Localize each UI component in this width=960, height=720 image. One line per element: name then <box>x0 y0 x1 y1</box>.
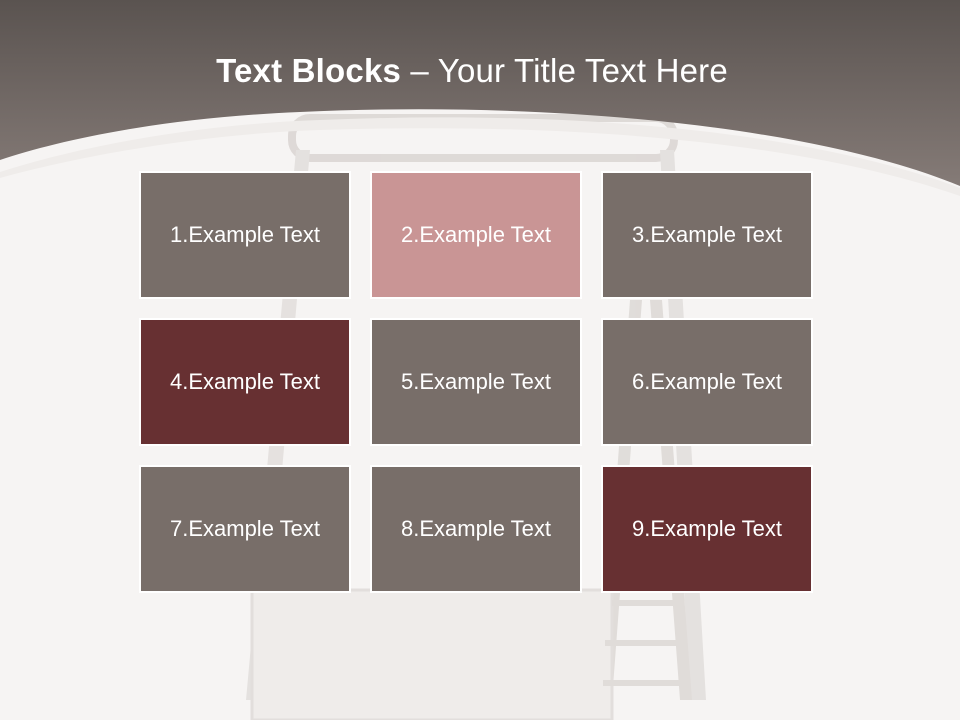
title-bold: Text Blocks <box>216 52 402 89</box>
text-block-label: 5.Example Text <box>400 369 551 394</box>
header-curve-highlight <box>0 117 960 196</box>
text-block-label: 9.Example Text <box>631 516 782 541</box>
text-block-4[interactable]: 4.Example Text <box>139 318 351 446</box>
text-block-label: 8.Example Text <box>400 516 551 541</box>
text-block-label: 2.Example Text <box>400 222 551 247</box>
text-block-label: 7.Example Text <box>169 516 320 541</box>
text-block-2[interactable]: 2.Example Text <box>370 171 582 299</box>
text-block-7[interactable]: 7.Example Text <box>139 465 351 593</box>
title-rest: – Your Title Text Here <box>401 52 728 89</box>
text-block-label: 1.Example Text <box>169 222 320 247</box>
text-block-label: 4.Example Text <box>169 369 320 394</box>
text-blocks-grid: 1.Example Text 2.Example Text 3.Example … <box>139 171 814 593</box>
slide-title: Text Blocks – Your Title Text Here <box>0 52 944 90</box>
text-block-1[interactable]: 1.Example Text <box>139 171 351 299</box>
text-block-5[interactable]: 5.Example Text <box>370 318 582 446</box>
text-block-6[interactable]: 6.Example Text <box>601 318 813 446</box>
header-band <box>0 0 960 186</box>
text-block-label: 6.Example Text <box>631 369 782 394</box>
text-block-9[interactable]: 9.Example Text <box>601 465 813 593</box>
text-block-3[interactable]: 3.Example Text <box>601 171 813 299</box>
text-block-8[interactable]: 8.Example Text <box>370 465 582 593</box>
text-block-label: 3.Example Text <box>631 222 782 247</box>
